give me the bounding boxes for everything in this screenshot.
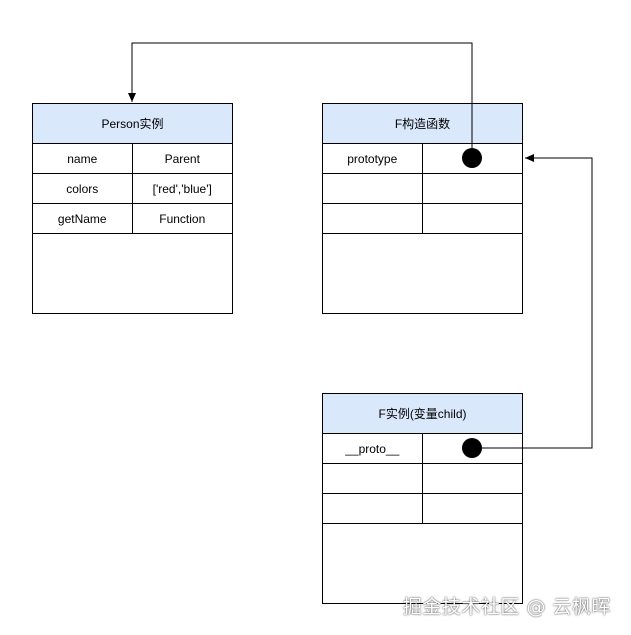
prototype-pointer-dot xyxy=(462,148,482,168)
property-name: getName xyxy=(33,204,133,233)
instance-title: F实例(变量child) xyxy=(323,394,522,434)
table-row: name Parent xyxy=(33,144,232,174)
property-name: prototype xyxy=(323,144,423,173)
property-value: Parent xyxy=(164,151,200,166)
table-row: getName Function xyxy=(33,204,232,234)
instance-box: F实例(变量child) __proto__ xyxy=(322,393,523,604)
constructor-box: F构造函数 prototype xyxy=(322,103,523,314)
table-row: prototype xyxy=(323,144,522,174)
property-name xyxy=(323,174,423,203)
property-name: name xyxy=(33,144,133,173)
table-row: __proto__ xyxy=(323,434,522,464)
property-name: colors xyxy=(33,174,133,203)
person-instance-box: Person实例 name Parent colors ['red','blue… xyxy=(32,103,233,314)
constructor-title: F构造函数 xyxy=(323,104,522,144)
proto-pointer-arrow xyxy=(472,154,593,449)
table-row xyxy=(323,494,522,524)
property-name xyxy=(323,464,423,493)
property-name xyxy=(323,494,423,523)
proto-pointer-dot xyxy=(462,438,482,458)
property-value: ['red','blue'] xyxy=(152,181,212,196)
table-row xyxy=(323,174,522,204)
property-name xyxy=(323,204,423,233)
prototype-pointer-arrow xyxy=(128,42,473,158)
property-value: Function xyxy=(159,211,206,226)
property-name: __proto__ xyxy=(323,434,423,463)
table-row: colors ['red','blue'] xyxy=(33,174,232,204)
table-row xyxy=(323,464,522,494)
watermark: 掘金技术社区 @ 云枫晖 xyxy=(402,596,611,618)
table-row xyxy=(323,204,522,234)
person-instance-title: Person实例 xyxy=(33,104,232,144)
